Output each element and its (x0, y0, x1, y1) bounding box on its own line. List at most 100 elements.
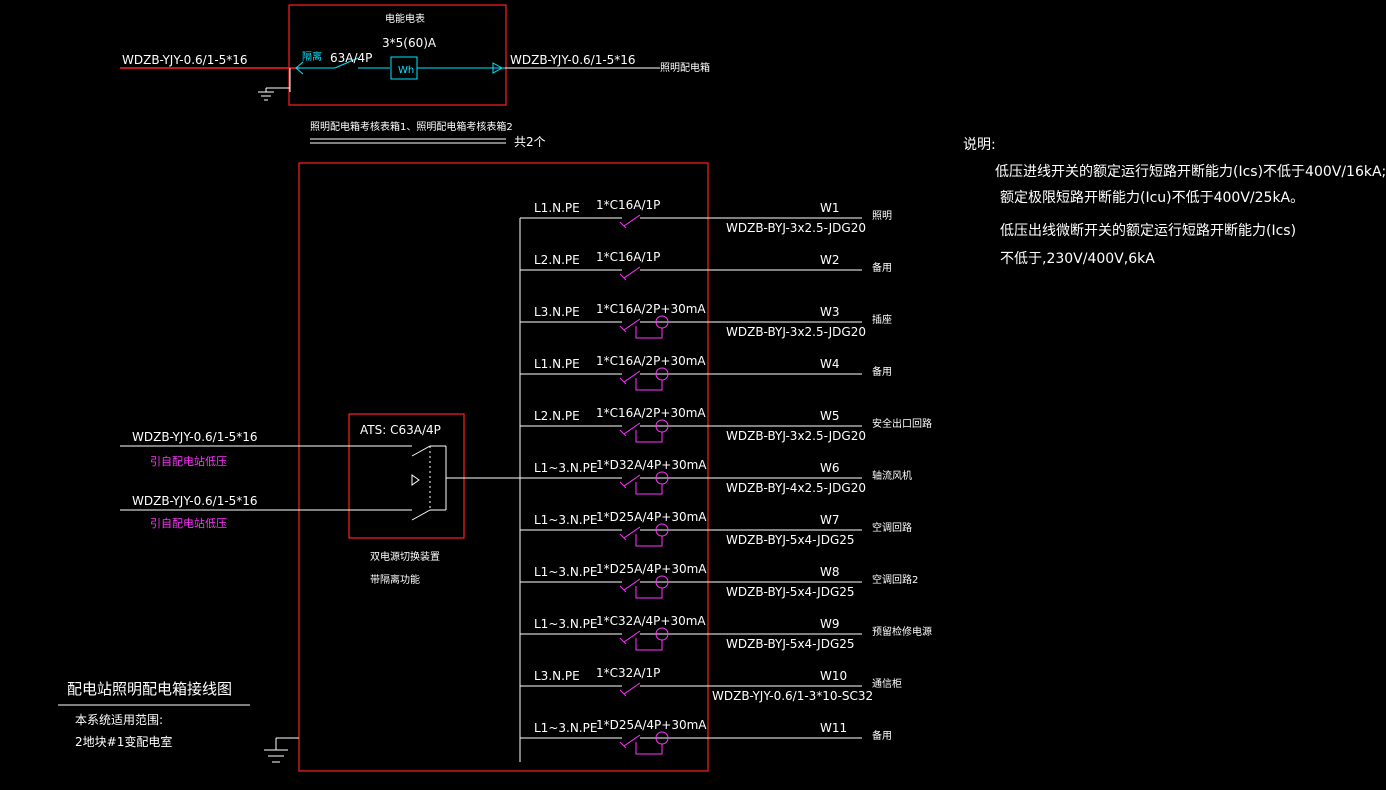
breaker-mark (619, 533, 627, 541)
circuit-id: W2 (820, 253, 840, 267)
panel-ground-symbol (264, 737, 299, 763)
circuit-load: 照明 (872, 211, 892, 222)
circuit-cable: WDZB-BYJ-5x4-JDG25 (726, 533, 855, 547)
meter-rating: 3*5(60)A (382, 36, 437, 50)
circuit-cable: WDZB-BYJ-4x2.5-JDG20 (726, 481, 866, 495)
meter-outgoing-cable: WDZB-YJY-0.6/1-5*16 (510, 53, 636, 67)
circuit-breaker-symbol (623, 630, 641, 643)
meter-incoming-cable: WDZB-YJY-0.6/1-5*16 (122, 53, 248, 67)
rcd-link (635, 326, 663, 339)
circuit-cable: WDZB-BYJ-3x2.5-JDG20 (726, 221, 866, 235)
circuit-breaker-rating: 1*C16A/2P+30mA (596, 354, 706, 368)
scope-label: 本系统适用范围: (75, 713, 164, 727)
circuit-load: 插座 (872, 315, 892, 326)
circuit-load: 通信柜 (872, 679, 902, 690)
wh-meter-icon: Wh (398, 65, 415, 76)
outgoing-arrow-icon (492, 62, 504, 74)
circuit-id: W11 (820, 721, 848, 735)
breaker-mark (619, 585, 627, 593)
breaker-mark (619, 221, 627, 229)
circuit-breaker-symbol (623, 682, 641, 695)
circuit-cable: WDZB-YJY-0.6/1-3*10-SC32 (712, 689, 874, 703)
circuit-phase: L1~3.N.PE (534, 721, 598, 735)
rcd-link (635, 430, 663, 443)
circuit-breaker-symbol (623, 422, 641, 435)
circuit-phase: L1.N.PE (534, 357, 580, 371)
circuit-breaker-rating: 1*D25A/4P+30mA (596, 718, 707, 732)
circuit-breaker-symbol (623, 578, 641, 591)
breaker-mark (619, 377, 627, 385)
circuit-id: W3 (820, 305, 840, 319)
circuit-breaker-rating: 1*C16A/2P+30mA (596, 302, 706, 316)
breaker-mark (619, 689, 627, 697)
circuit-breaker-rating: 1*C16A/2P+30mA (596, 406, 706, 420)
drawing-title: 配电站照明配电箱接线图 (67, 680, 233, 698)
circuit-breaker-symbol (623, 266, 641, 279)
circuit-breaker-symbol (623, 318, 641, 331)
circuit-phase: L1.N.PE (534, 201, 580, 215)
circuit-breaker-symbol (623, 474, 641, 487)
circuit-breaker-rating: 1*C32A/1P (596, 666, 661, 680)
circuit-load: 备用 (872, 731, 892, 742)
circuit-phase: L1~3.N.PE (534, 565, 598, 579)
circuit-breaker-rating: 1*C16A/1P (596, 198, 661, 212)
circuit-phase: L3.N.PE (534, 305, 580, 319)
meter-box-count: 共2个 (514, 135, 546, 149)
circuit-id: W9 (820, 617, 840, 631)
circuit-id: W8 (820, 565, 840, 579)
isolator-label: 隔离 (302, 52, 322, 63)
ats-desc-line2: 带隔离功能 (370, 575, 420, 586)
circuit-breaker-symbol (623, 526, 641, 539)
circuit-cable: WDZB-BYJ-3x2.5-JDG20 (726, 429, 866, 443)
breaker-mark (619, 741, 627, 749)
ats-label: ATS: C63A/4P (360, 423, 441, 437)
circuit-load: 预留检修电源 (872, 627, 932, 638)
circuit-phase: L3.N.PE (534, 669, 580, 683)
ats-incomer-1-cable: WDZB-YJY-0.6/1-5*16 (132, 430, 258, 444)
circuit-phase: L2.N.PE (534, 409, 580, 423)
notes-line-3: 低压出线微断开关的额定运行短路开断能力(Ics) (1000, 223, 1297, 239)
circuit-phase: L1~3.N.PE (534, 461, 598, 475)
rcd-link (635, 638, 663, 651)
panel-frame (298, 162, 709, 772)
isolator-symbol (295, 61, 335, 75)
circuit-breaker-symbol (623, 734, 641, 747)
circuit-phase: L1~3.N.PE (534, 513, 598, 527)
circuit-cable: WDZB-BYJ-5x4-JDG25 (726, 637, 855, 651)
breaker-mark (619, 273, 627, 281)
notes-line-2: 额定极限短路开断能力(Icu)不低于400V/25kA。 (1000, 190, 1305, 206)
circuit-id: W7 (820, 513, 840, 527)
circuit-id: W1 (820, 201, 840, 215)
notes-heading: 说明: (963, 137, 996, 153)
circuit-id: W4 (820, 357, 840, 371)
circuit-phase: L1~3.N.PE (534, 617, 598, 631)
circuit-breaker-rating: 1*D32A/4P+30mA (596, 458, 707, 472)
rcd-link (635, 482, 663, 495)
ats-incomer-2-source: 引自配电站低压 (150, 517, 227, 530)
circuit-load: 轴流风机 (872, 471, 912, 482)
meter-breaker-switch (334, 57, 390, 69)
circuit-load: 备用 (872, 367, 892, 378)
ats-incomer-1-source: 引自配电站低压 (150, 455, 227, 468)
meter-box-names: 照明配电箱考核表箱1、照明配电箱考核表箱2 (310, 122, 513, 133)
circuit-id: W6 (820, 461, 840, 475)
circuit-breaker-rating: 1*D25A/4P+30mA (596, 510, 707, 524)
breaker-mark (619, 637, 627, 645)
ats-incomer-2-cable: WDZB-YJY-0.6/1-5*16 (132, 494, 258, 508)
circuit-load: 空调回路 (872, 523, 912, 534)
meter-title: 电能电表 (385, 14, 425, 25)
rcd-link (635, 586, 663, 599)
breaker-mark (619, 481, 627, 489)
ats-frame (348, 413, 465, 539)
meter-breaker-rating: 63A/4P (330, 51, 373, 65)
circuit-load: 备用 (872, 263, 892, 274)
circuit-breaker-rating: 1*C32A/4P+30mA (596, 614, 706, 628)
scope-value: 2地块#1变配电室 (75, 735, 173, 749)
notes-line-1: 低压进线开关的额定运行短路开断能力(Ics)不低于400V/16kA; (995, 164, 1386, 180)
rcd-link (635, 742, 663, 755)
circuit-load: 空调回路2 (872, 575, 919, 586)
ats-switch-symbol (404, 445, 520, 521)
circuit-id: W10 (820, 669, 848, 683)
circuit-load: 安全出口回路 (872, 419, 932, 430)
